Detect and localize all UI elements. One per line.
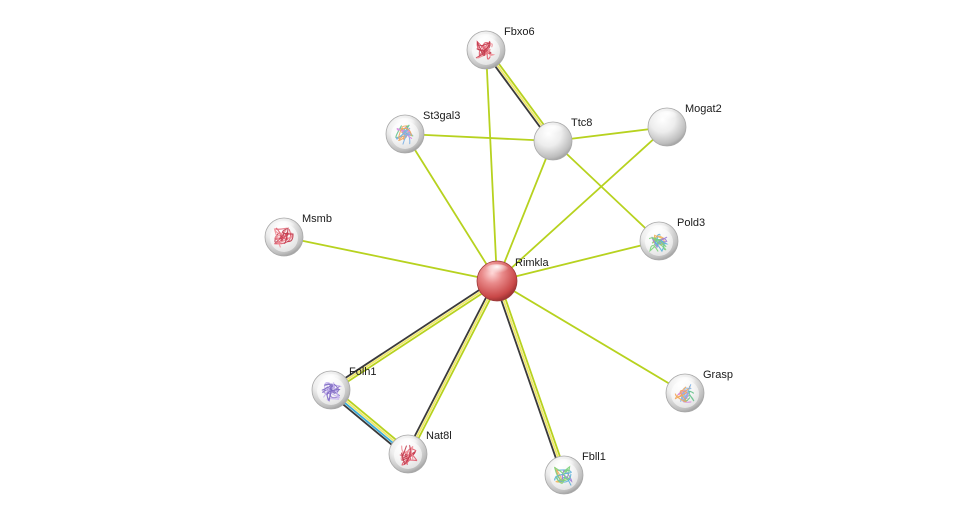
node-label-pold3: Pold3 (677, 217, 705, 229)
edge-rimkla-st3gal3[interactable] (404, 133, 498, 282)
edge-line-textmining (496, 240, 660, 282)
edge-line-textmining (485, 49, 498, 282)
edge-line-textmining (496, 280, 686, 394)
edge-line-textmining (404, 133, 498, 282)
edge-line-textmining (496, 140, 554, 282)
node-label-ttc8: Ttc8 (571, 117, 592, 129)
bubble-highlight (474, 34, 498, 47)
edge-line-coexpression (494, 280, 563, 477)
node-st3gal3[interactable]: St3gal3 (385, 110, 460, 154)
edge-rimkla-fbxo6[interactable] (485, 49, 498, 282)
node-label-fbxo6: Fbxo6 (504, 26, 535, 38)
edge-rimkla-ttc8[interactable] (496, 140, 554, 282)
edge-line-textmining (283, 236, 498, 282)
edge-rimkla-mogat2[interactable] (496, 126, 668, 282)
edge-line-experiment (496, 280, 565, 476)
edge-rimkla-msmb[interactable] (283, 236, 498, 282)
edge-rimkla-fbll1[interactable] (494, 279, 567, 477)
edge-line-textmining (496, 126, 668, 282)
edge-rimkla-folh1[interactable] (328, 278, 500, 393)
edge-rimkla-pold3[interactable] (496, 240, 660, 282)
edge-ttc8-pold3[interactable] (552, 140, 660, 242)
edge-line-textmining (331, 281, 500, 393)
node-label-nat8l: Nat8l (426, 430, 452, 442)
edge-line-experiment (330, 280, 498, 391)
node-ttc8[interactable]: Ttc8 (533, 117, 592, 161)
node-label-folh1: Folh1 (349, 366, 377, 378)
bubble-highlight (319, 374, 343, 387)
protein-structure-icon (674, 384, 695, 403)
node-pold3[interactable]: Pold3 (639, 217, 705, 261)
node-grasp[interactable]: Grasp (665, 369, 733, 413)
node-label-st3gal3: St3gal3 (423, 110, 460, 122)
edges-layer (283, 47, 686, 477)
bubble-highlight (484, 264, 510, 277)
edge-line-textmining (552, 140, 660, 242)
edge-line-textmining (498, 279, 567, 476)
bubble-highlight (541, 125, 565, 138)
bubble-highlight (647, 225, 671, 238)
protein-structure-icon (399, 444, 418, 466)
node-mogat2[interactable]: Mogat2 (647, 103, 722, 147)
node-rimkla[interactable]: Rimkla (476, 257, 549, 302)
node-nat8l[interactable]: Nat8l (388, 430, 452, 474)
edge-rimkla-nat8l[interactable] (405, 279, 500, 456)
bubble-highlight (655, 111, 679, 124)
node-label-rimkla: Rimkla (515, 257, 549, 269)
node-label-msmb: Msmb (302, 213, 332, 225)
bubble-highlight (393, 118, 417, 131)
bubble-highlight (396, 438, 420, 451)
node-msmb[interactable]: Msmb (264, 213, 332, 257)
edge-line-textmining (404, 133, 554, 142)
node-label-fbll1: Fbll1 (582, 451, 606, 463)
node-label-grasp: Grasp (703, 369, 733, 381)
bubble-highlight (552, 459, 576, 472)
edge-line-coexpression (405, 279, 496, 454)
edge-rimkla-grasp[interactable] (496, 280, 686, 394)
edge-line-experiment (407, 280, 498, 455)
edge-line-textmining (409, 281, 500, 456)
node-folh1[interactable]: Folh1 (311, 366, 377, 410)
edge-line-coexpression (328, 278, 497, 390)
bubble-highlight (673, 377, 697, 390)
node-fbxo6[interactable]: Fbxo6 (466, 26, 535, 70)
bubble-highlight (272, 221, 296, 234)
edge-ttc8-st3gal3[interactable] (404, 133, 554, 142)
node-label-mogat2: Mogat2 (685, 103, 722, 115)
node-fbll1[interactable]: Fbll1 (544, 451, 606, 495)
